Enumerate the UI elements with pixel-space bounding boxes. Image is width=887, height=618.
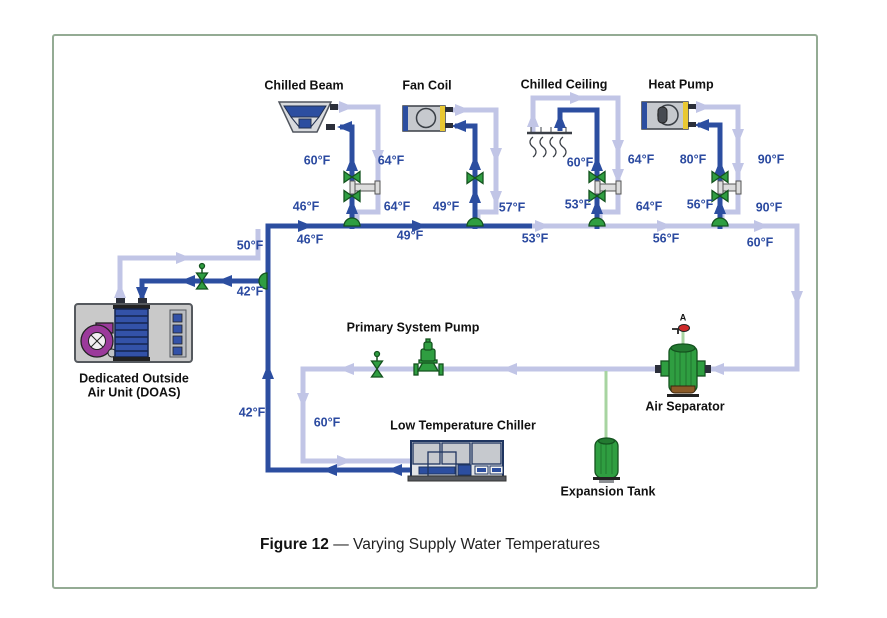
- heat-pump-valve-lower: [711, 189, 729, 203]
- temp-ceiling-branch-return: 64°F: [635, 199, 663, 214]
- temp-ceiling-unit-supply: 60°F: [566, 155, 594, 170]
- fan-coil-unit: [402, 105, 453, 132]
- supply-flow-arrows: [136, 113, 726, 476]
- expansion-tank: [593, 371, 620, 483]
- pump-line-valve: [370, 350, 384, 378]
- low-temperature-chiller: [407, 440, 507, 482]
- temp-beam-branch-return: 64°F: [383, 199, 411, 214]
- doas-branch-junction: [258, 272, 268, 290]
- heat-pump-valve-upper: [711, 170, 729, 184]
- doas-fan: [80, 322, 117, 358]
- temp-heat-pump-branch-return: 90°F: [755, 200, 783, 215]
- temp-fan-coil-branch-supply: 49°F: [432, 199, 460, 214]
- main-supply-pipe: [265, 223, 532, 473]
- temp-main-after-fan-coil: 53°F: [521, 231, 549, 246]
- temp-beam-unit-return: 64°F: [377, 153, 405, 168]
- heat-pump-title: Heat Pump: [648, 77, 714, 92]
- heat-pump-junction: [711, 217, 729, 227]
- chilled-ceiling-title: Chilled Ceiling: [520, 77, 608, 92]
- temp-heat-pump-branch-supply: 56°F: [686, 197, 714, 212]
- temp-heat-pump-unit-supply: 80°F: [679, 152, 707, 167]
- temp-ceiling-branch-supply: 53°F: [564, 197, 592, 212]
- chilled-ceiling-coil: [527, 127, 572, 158]
- fan-coil-title: Fan Coil: [402, 78, 452, 93]
- temp-chiller-supply: 42°F: [238, 405, 266, 420]
- temp-doas-return: 50°F: [236, 238, 264, 253]
- chilled-ceiling-valve-upper: [588, 170, 606, 184]
- figure-border: [52, 34, 818, 589]
- temp-beam-unit-supply: 60°F: [303, 153, 331, 168]
- temp-chiller-return: 60°F: [313, 415, 341, 430]
- chilled-beam-crossover: [349, 180, 381, 195]
- return-flow-arrows: [114, 92, 803, 467]
- air-vent-fitting: [672, 328, 679, 334]
- temp-ceiling-unit-return: 64°F: [627, 152, 655, 167]
- fan-coil-junction: [466, 217, 484, 227]
- chilled-beam-title: Chilled Beam: [264, 78, 344, 93]
- air-vent-label: A: [679, 312, 687, 323]
- air-vent-valve: [678, 324, 690, 332]
- chiller-label: Low Temperature Chiller: [390, 418, 536, 433]
- doas-branch-valve: [195, 262, 209, 290]
- plant-return-pipe: [300, 366, 662, 464]
- chilled-ceiling-junction: [588, 217, 606, 227]
- expansion-tank-label: Expansion Tank: [560, 484, 656, 499]
- chilled-beam-unit: [277, 101, 338, 133]
- heat-pump-crossover: [717, 180, 742, 195]
- doas-label-line2: Air Unit (DOAS): [87, 385, 181, 400]
- temp-main-after-heat-pump: 60°F: [746, 235, 774, 250]
- air-separator: [655, 324, 711, 397]
- chilled-beam-valve-lower: [343, 189, 361, 203]
- chilled-beam-return-pipe: [338, 104, 381, 222]
- primary-system-pump: [413, 338, 444, 376]
- temp-beam-branch-supply: 46°F: [292, 199, 320, 214]
- fan-coil-valve: [466, 171, 484, 185]
- temp-heat-pump-unit-return: 90°F: [757, 152, 785, 167]
- balancing-valves: [195, 170, 729, 378]
- temp-doas-supply: 42°F: [236, 284, 264, 299]
- blend-junctions: [258, 217, 729, 290]
- temp-main-after-chilled-beam: 49°F: [396, 228, 424, 243]
- temp-main-after-doas: 46°F: [296, 232, 324, 247]
- doas-coil: [113, 305, 150, 361]
- chilled-ceiling-valve-lower: [588, 189, 606, 203]
- doas-damper-panel: [169, 309, 187, 358]
- temp-main-after-chilled-ceiling: 56°F: [652, 231, 680, 246]
- pump-label: Primary System Pump: [346, 320, 480, 335]
- separator-bottom-cap: [670, 385, 696, 394]
- figure-caption-label: Figure 12: [259, 536, 329, 553]
- chilled-beam-valve-upper: [343, 170, 361, 184]
- air-separator-label: Air Separator: [645, 399, 725, 414]
- chilled-beam-junction: [343, 217, 361, 227]
- temp-fan-coil-branch-return: 57°F: [498, 200, 526, 215]
- doas-label-line1: Dedicated Outside: [79, 371, 189, 386]
- fan-coil-return-pipe: [452, 107, 499, 222]
- heat-pump-unit: [641, 101, 696, 130]
- doas-unit: [74, 298, 193, 363]
- chilled-ceiling-crossover: [594, 180, 622, 195]
- figure-caption-title: — Varying Supply Water Temperatures: [333, 536, 601, 553]
- figure-caption: Figure 12 — Varying Supply Water Tempera…: [260, 536, 600, 554]
